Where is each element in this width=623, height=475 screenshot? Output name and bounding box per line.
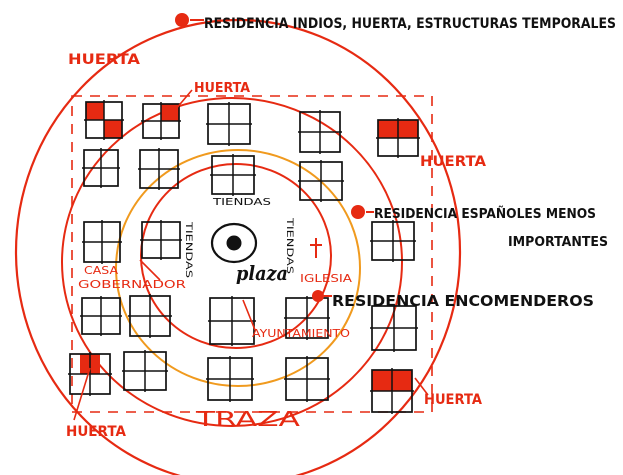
city-block — [370, 220, 416, 262]
city-block — [84, 100, 124, 140]
city-block — [210, 154, 256, 196]
huerta-fill — [161, 104, 179, 121]
city-block — [138, 148, 180, 190]
city-block — [284, 356, 330, 402]
label-huerta-right: HUERTA — [420, 154, 486, 170]
city-block — [298, 110, 342, 154]
city-block — [206, 102, 252, 146]
label-plaza: plaza — [236, 261, 288, 285]
black-labels: RESIDENCIA INDIOS, HUERTA, ESTRUCTURAS T… — [183, 16, 616, 310]
city-block — [370, 368, 414, 414]
label-ayuntamiento: AYUNTAMIENTO — [252, 327, 350, 340]
huerta-fill — [86, 102, 104, 120]
label-tiendas-left: TIENDAS — [183, 220, 193, 278]
label-iglesia: IGLESIA — [300, 272, 353, 285]
label-residencia-indios: RESIDENCIA INDIOS, HUERTA, ESTRUCTURAS T… — [204, 16, 616, 32]
city-block — [298, 160, 344, 202]
city-block — [376, 118, 420, 158]
label-huerta-top-center: HUERTA — [194, 81, 250, 96]
label-casa: CASA — [84, 264, 119, 277]
church-cross-icon — [310, 238, 322, 258]
city-block — [122, 350, 168, 392]
city-block — [208, 296, 256, 346]
ring-markers — [175, 13, 365, 302]
label-residencia-espanoles-line2: IMPORTANTES — [508, 235, 608, 250]
label-huerta-bottom-right: HUERTA — [424, 392, 482, 408]
label-huerta-top-left: HUERTA — [68, 52, 140, 68]
label-gobernador: GOBERNADOR — [78, 278, 186, 291]
city-block — [82, 148, 120, 188]
label-residencia-encomenderos: RESIDENCIA ENCOMENDEROS — [332, 292, 594, 310]
marker-residencia-espanoles — [351, 205, 365, 219]
huerta-fill — [104, 120, 122, 138]
city-block — [370, 304, 418, 352]
city-block — [141, 102, 181, 140]
label-traza: TRAZA — [194, 407, 300, 431]
label-tiendas-top: TIENDAS — [212, 197, 271, 208]
label-residencia-espanoles-line1: RESIDENCIA ESPAÑOLES MENOS — [374, 206, 596, 222]
city-blocks — [68, 100, 420, 414]
city-block — [206, 356, 254, 402]
marker-residencia-indios — [175, 13, 189, 27]
city-block — [68, 352, 112, 396]
city-block — [80, 296, 122, 336]
plaza-marker-icon — [212, 224, 256, 262]
marker-residencia-encomenderos — [312, 290, 324, 302]
label-huerta-bottom-left: HUERTA — [66, 424, 126, 440]
